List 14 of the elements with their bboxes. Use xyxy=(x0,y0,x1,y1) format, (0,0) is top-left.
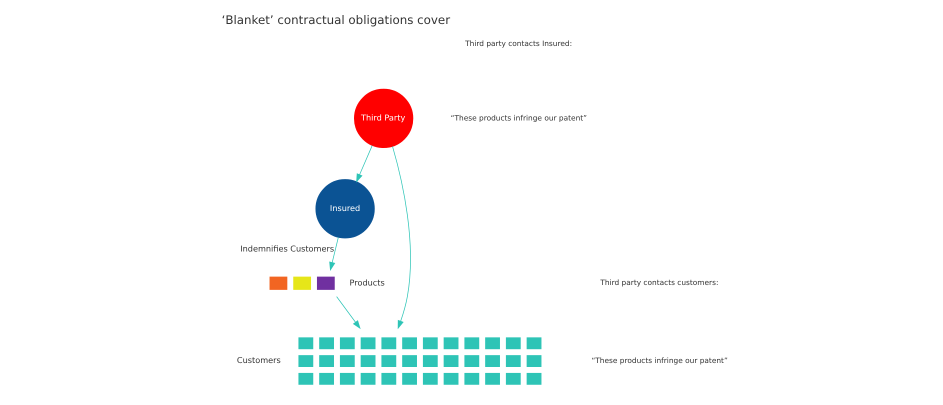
diagram-title: ‘Blanket’ contractual obligations cover xyxy=(221,12,450,27)
edge-label: Indemnifies Customers xyxy=(240,243,334,254)
label: Third party contacts Insured: xyxy=(464,38,572,48)
label: “These products infringe our patent” xyxy=(590,356,728,365)
arrow xyxy=(356,145,372,183)
label: Third party contacts customers: xyxy=(600,278,718,288)
arrow xyxy=(392,146,410,330)
arrow xyxy=(328,236,338,271)
node-label: Customers xyxy=(236,355,280,366)
arrow xyxy=(336,296,360,330)
node-circle: Insured xyxy=(314,179,374,238)
label: “These products infringe our patent” xyxy=(450,113,587,122)
node-label: Products xyxy=(349,277,384,288)
node-circle: Third Party xyxy=(354,88,413,148)
